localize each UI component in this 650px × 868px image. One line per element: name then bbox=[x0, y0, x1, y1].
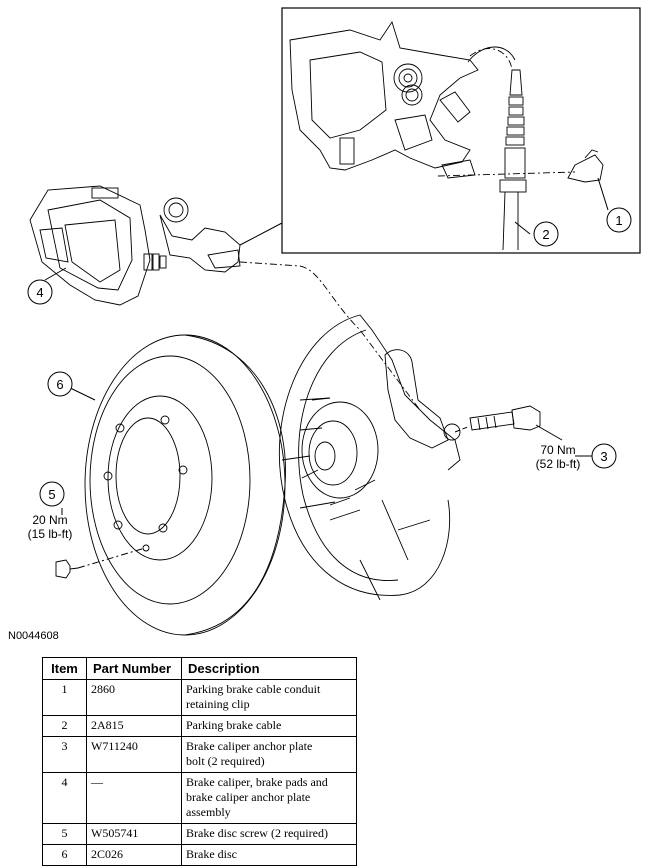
cell-part-number: — bbox=[86, 772, 182, 824]
inset-knuckle-bracket bbox=[289, 20, 479, 179]
cell-part-number: 2860 bbox=[86, 679, 182, 716]
anchor-plate-bolt bbox=[469, 405, 541, 431]
header-item: Item bbox=[42, 657, 87, 680]
cell-item: 5 bbox=[42, 823, 87, 845]
description-line: Parking brake cable conduit bbox=[186, 682, 321, 696]
exploded-brake-diagram: 1 2 3 4 5 6 70 Nm (52 lb-ft) 20 Nm (15 l… bbox=[27, 7, 641, 636]
cell-item: 4 bbox=[42, 772, 87, 824]
description-line: Brake caliper anchor plate bbox=[186, 739, 313, 753]
cell-item: 1 bbox=[42, 679, 87, 716]
header-description: Description bbox=[181, 657, 357, 680]
cell-item: 3 bbox=[42, 736, 87, 773]
inset-leader-line bbox=[239, 222, 283, 246]
description-line: brake caliper anchor plate bbox=[186, 790, 311, 804]
description-line: Brake caliper, brake pads and bbox=[186, 775, 328, 789]
brake-caliper-assembly bbox=[29, 185, 241, 306]
cell-part-number: 2A815 bbox=[86, 715, 182, 737]
description-line: Parking brake cable bbox=[186, 718, 282, 732]
disc-screw bbox=[55, 559, 79, 579]
callout-6-label: 6 bbox=[56, 377, 63, 392]
torque-3-lbft: (52 lb-ft) bbox=[536, 457, 581, 471]
inset-detail-box bbox=[281, 7, 641, 254]
callout-1: 1 bbox=[606, 207, 632, 233]
inset-parking-cable bbox=[467, 46, 604, 251]
cell-item: 2 bbox=[42, 715, 87, 737]
description-line: Brake disc screw (2 required) bbox=[186, 826, 328, 840]
cell-part-number: W505741 bbox=[86, 823, 182, 845]
table-header-row: Item Part Number Description bbox=[42, 657, 357, 680]
callout-5-label: 5 bbox=[48, 487, 55, 502]
callout-3-label: 3 bbox=[600, 449, 607, 464]
callout-2-label: 2 bbox=[542, 227, 549, 242]
description-line: assembly bbox=[186, 805, 231, 819]
torque-5-lbft: (15 lb-ft) bbox=[28, 527, 73, 541]
cell-description: Parking brake cable bbox=[181, 715, 357, 737]
cell-part-number: W711240 bbox=[86, 736, 182, 773]
header-part-number: Part Number bbox=[86, 657, 182, 680]
callout-4-label: 4 bbox=[36, 285, 43, 300]
description-line: retaining clip bbox=[186, 697, 250, 711]
callout-6: 6 bbox=[47, 371, 73, 397]
cell-item: 6 bbox=[42, 844, 87, 866]
cell-description: Brake disc screw (2 required) bbox=[181, 823, 357, 845]
cell-description: Brake disc bbox=[181, 844, 357, 866]
hub-shield-knuckle bbox=[278, 314, 461, 601]
callout-3: 3 bbox=[591, 443, 617, 469]
cell-part-number: 2C026 bbox=[86, 844, 182, 866]
callout-4: 4 bbox=[27, 279, 53, 305]
callout-2: 2 bbox=[533, 221, 559, 247]
description-line: Brake disc bbox=[186, 847, 237, 861]
callout-1-label: 1 bbox=[615, 213, 622, 228]
figure-id: N0044608 bbox=[8, 630, 59, 642]
torque-3-nm: 70 Nm bbox=[540, 443, 575, 457]
description-line: bolt (2 required) bbox=[186, 754, 265, 768]
torque-5-nm: 20 Nm bbox=[32, 513, 67, 527]
callout-5: 5 bbox=[39, 481, 65, 507]
brake-disc bbox=[84, 334, 286, 636]
